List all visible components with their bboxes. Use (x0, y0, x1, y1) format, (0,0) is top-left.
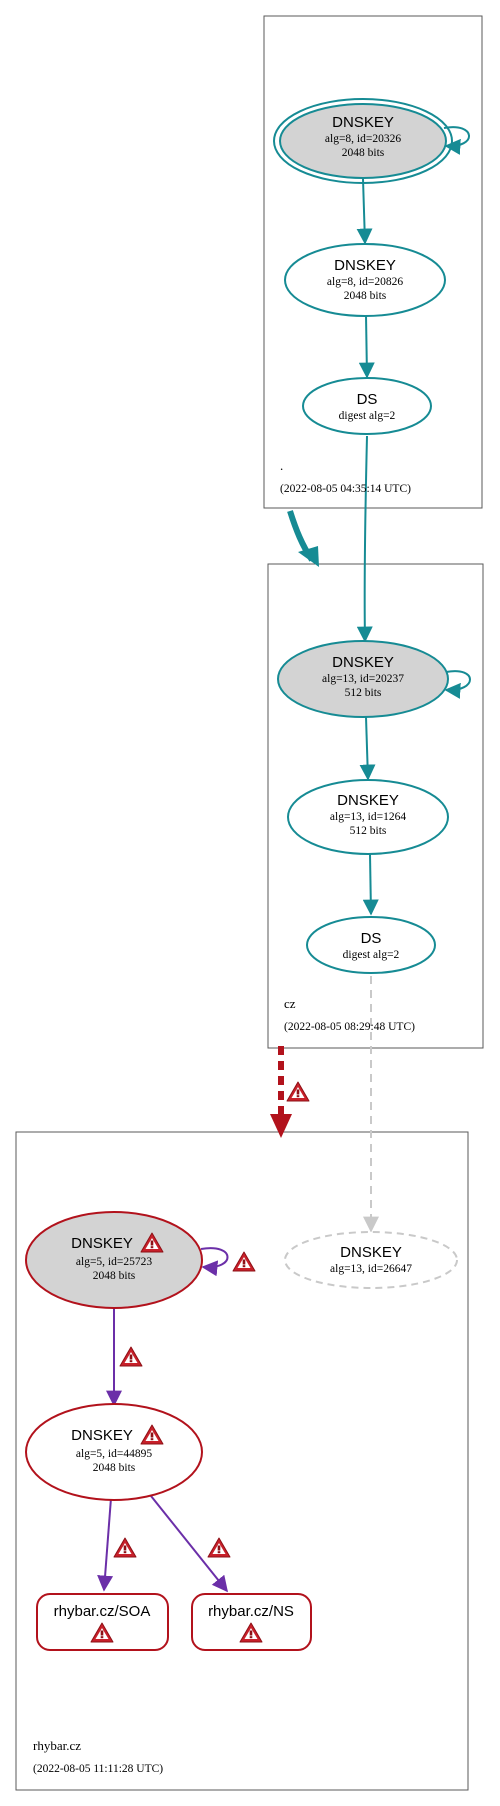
zone-cz-box (267, 563, 484, 1049)
cz-zsk-shape (287, 779, 449, 855)
root-zsk-details: alg=8, id=20826 (327, 276, 403, 288)
root-zsk-title: DNSKEY (334, 257, 396, 274)
rh-ksk-self-warning-icon (232, 1251, 256, 1272)
edge-root-ksk-to-zsk (356, 178, 373, 245)
root-ds-title: DS (357, 391, 378, 408)
node-rh-zsk[interactable]: DNSKEY alg=5, id=44895 2048 bits (25, 1403, 203, 1501)
node-cz-zsk[interactable]: DNSKEY alg=13, id=1264 512 bits (287, 779, 449, 855)
rh-zsk-to-ns-warning-icon (207, 1537, 231, 1558)
rh-ksk-details: alg=5, id=25723 (76, 1256, 152, 1268)
node-root-ksk[interactable]: DNSKEY alg=8, id=20326 2048 bits (273, 98, 453, 184)
edge-root-ds-to-cz-ksk (356, 435, 373, 643)
node-rh-missing[interactable]: DNSKEY alg=13, id=26647 (284, 1231, 458, 1289)
node-root-ds[interactable]: DS digest alg=2 (302, 377, 432, 435)
root-zsk-size: 2048 bits (344, 290, 387, 302)
cz-zsk-size: 512 bits (350, 825, 387, 837)
node-cz-ds[interactable]: DS digest alg=2 (306, 916, 436, 974)
cz-zsk-title: DNSKEY (337, 792, 399, 809)
edge-cz-ksk-to-zsk (359, 716, 376, 781)
rh-missing-title: DNSKEY (340, 1244, 402, 1261)
root-ksk-shape (279, 103, 447, 179)
edge-rh-zsk-to-ns (150, 1495, 228, 1593)
edge-cz-zsk-to-ds (362, 853, 379, 916)
root-zsk-shape (284, 243, 446, 317)
node-cz-ksk[interactable]: DNSKEY alg=13, id=20237 512 bits (277, 640, 449, 718)
edge-root-zsk-to-ds (358, 314, 375, 379)
node-rh-ns[interactable]: rhybar.cz/NS (191, 1593, 312, 1651)
node-rh-soa[interactable]: rhybar.cz/SOA (36, 1593, 169, 1651)
zone-root-label: . (280, 458, 283, 473)
node-root-zsk[interactable]: DNSKEY alg=8, id=20826 2048 bits (284, 243, 446, 317)
edge-rh-ksk-self (200, 1247, 229, 1277)
root-ksk-title: DNSKEY (332, 114, 394, 131)
rh-zsk-shape (25, 1403, 203, 1501)
root-ksk-details: alg=8, id=20326 (325, 133, 401, 145)
cz-ds-title: DS (361, 930, 382, 947)
rh-ns-title: rhybar.cz/NS (208, 1603, 294, 1620)
rh-ksk-to-zsk-warning-icon (119, 1346, 143, 1367)
cz-ksk-details: alg=13, id=20237 (322, 673, 404, 685)
cz-ksk-shape (277, 640, 449, 718)
cz-zsk-details: alg=13, id=1264 (330, 811, 406, 823)
rh-zsk-to-soa-warning-icon (113, 1537, 137, 1558)
zone-rhybar-date: (2022-08-05 11:11:28 UTC) (33, 1763, 163, 1775)
zone-cz-label: cz (284, 996, 296, 1011)
root-ksk-size: 2048 bits (342, 147, 385, 159)
rh-zsk-details: alg=5, id=44895 (76, 1448, 152, 1460)
rh-zsk-title: DNSKEY (71, 1427, 133, 1444)
rh-missing-details: alg=13, id=26647 (330, 1263, 412, 1275)
zone-root-date: (2022-08-05 04:35:14 UTC) (280, 483, 411, 495)
zone-cz-date: (2022-08-05 08:29:48 UTC) (284, 1021, 415, 1033)
cz-ds-details: digest alg=2 (343, 949, 400, 961)
rh-ksk-shape (25, 1211, 203, 1309)
rh-ksk-size: 2048 bits (93, 1270, 136, 1282)
rh-ns-shape (191, 1593, 312, 1651)
rh-zsk-size: 2048 bits (93, 1462, 136, 1474)
delegation-warning-icon (286, 1081, 310, 1102)
root-ds-details: digest alg=2 (339, 410, 396, 422)
root-ds-shape (302, 377, 432, 435)
edge-cz-ksk-self (444, 670, 471, 699)
root-ksk-outer-ring (273, 98, 453, 184)
delegation-cz-to-rhybar-arrowhead (270, 1114, 292, 1138)
cz-ds-shape (306, 916, 436, 974)
node-rh-ksk[interactable]: DNSKEY alg=5, id=25723 2048 bits (25, 1211, 203, 1309)
delegation-root-to-cz-arrowhead (298, 546, 319, 567)
zone-rhybar-label: rhybar.cz (33, 1738, 81, 1753)
cz-ksk-size: 512 bits (345, 687, 382, 699)
rh-ksk-title: DNSKEY (71, 1235, 133, 1252)
rh-missing-shape (284, 1231, 458, 1289)
cz-ksk-title: DNSKEY (332, 654, 394, 671)
zone-root-box (263, 15, 483, 509)
edge-rh-zsk-to-soa (97, 1497, 114, 1592)
rh-soa-title: rhybar.cz/SOA (54, 1603, 151, 1620)
rh-soa-shape (36, 1593, 169, 1651)
edge-root-ksk-self (443, 126, 470, 155)
zone-rhybar-box (15, 1131, 469, 1791)
